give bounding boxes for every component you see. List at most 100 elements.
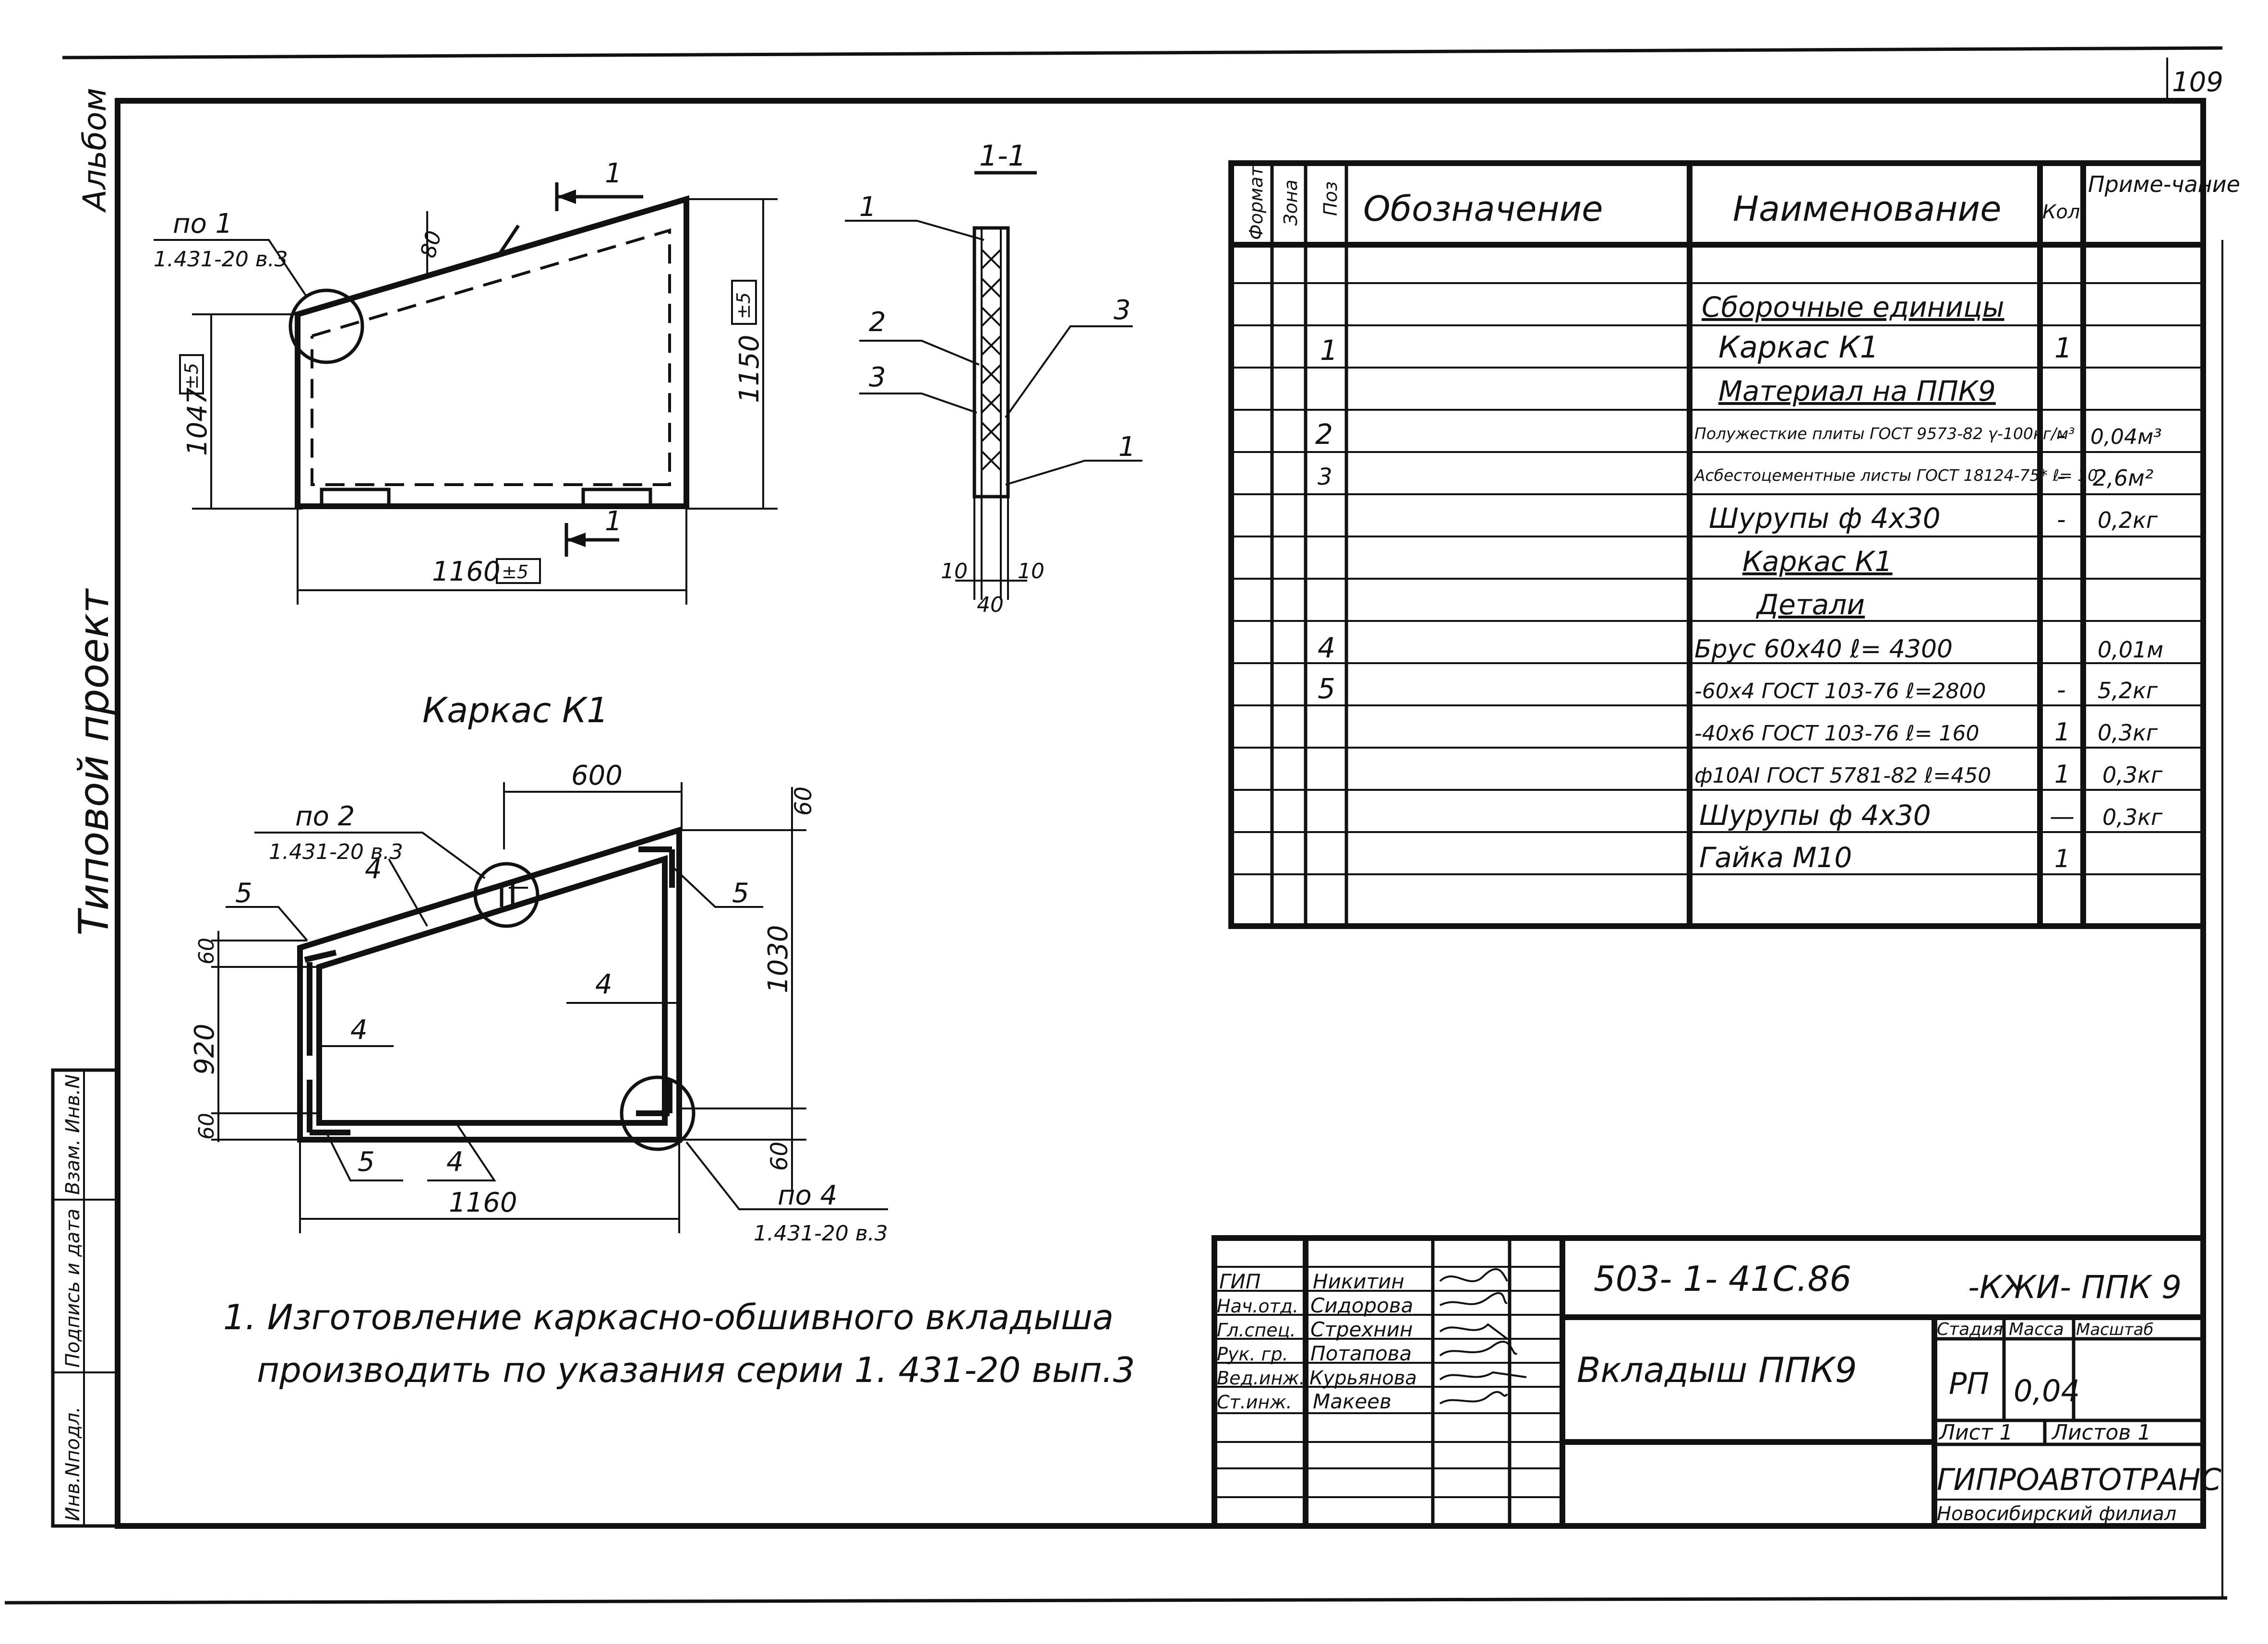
row-3-note: 0,04м³ xyxy=(2090,425,2162,449)
dim-top: 80 xyxy=(416,228,446,261)
row-12-qty: — xyxy=(2050,802,2075,831)
karkas-pos-4c: 4 xyxy=(350,1014,368,1046)
table-row: 3 Асбестоцементные листы ГОСТ 18124-75* … xyxy=(1318,462,2153,491)
row-12-note: 0,3кг xyxy=(2102,804,2163,830)
role-3: Рук. гр. xyxy=(1217,1344,1288,1365)
row-1-name: Каркас К1 xyxy=(1718,330,1879,365)
row-5-name: Шурупы ф 4х30 xyxy=(1709,502,1941,535)
hdr-qty: Кол. xyxy=(2042,201,2086,223)
role-row: Рук. гр. Потапова xyxy=(1217,1342,1412,1365)
callout4-ref: по 4 xyxy=(778,1180,837,1211)
row-8-name: Брус 60х40 ℓ= 4300 xyxy=(1694,635,1953,664)
stamp-vzam: Взам. Инв.N xyxy=(62,1074,84,1195)
karkas-pos-5c: 5 xyxy=(358,1146,375,1178)
name-3: Потапова xyxy=(1310,1342,1412,1365)
detail-circle-4 xyxy=(620,1075,696,1151)
role-5: Ст.инж. xyxy=(1217,1392,1292,1413)
table-row: Сборочные единицы xyxy=(1702,291,2004,323)
detail-circle-1 xyxy=(288,288,364,364)
section-body xyxy=(972,226,1010,499)
dim-right-tol: ±5 xyxy=(733,292,754,319)
stage-value: РП xyxy=(1949,1366,1989,1401)
section-label-3a: 3 xyxy=(869,362,886,393)
dim-left: 1047 xyxy=(182,387,213,456)
karkas-dim-60-top: 60 xyxy=(790,786,817,816)
role-row: Вед.инж. Курьянова xyxy=(1217,1367,1417,1389)
table-row: Детали xyxy=(1755,588,1865,621)
row-1-qty: 1 xyxy=(2054,332,2072,364)
note-line-2: производить по указания серии 1. 431-20 … xyxy=(257,1350,1135,1390)
row-13-qty: 1 xyxy=(2054,845,2070,873)
org-branch: Новосибирский филиал xyxy=(1937,1503,2176,1525)
row-10-name: -40х6 ГОСТ 103-76 ℓ= 160 xyxy=(1694,721,1979,746)
dim-bottom-tol: ±5 xyxy=(502,561,528,583)
row-4-pos: 3 xyxy=(1318,464,1332,490)
row-10-qty: 1 xyxy=(2054,718,2070,747)
dim-right: 1150 xyxy=(734,334,765,403)
row-6-name: Каркас К1 xyxy=(1742,545,1893,578)
row-4-name: Асбестоцементные листы ГОСТ 18124-75* ℓ=… xyxy=(1693,466,2098,485)
title-block: ГИП Никитин Нач.отд. Сидорова Гл.спец. С… xyxy=(1212,1235,2222,1529)
karkas-pos-4b: 4 xyxy=(595,969,612,1000)
callout2-doc: 1.431-20 в.3 xyxy=(269,840,403,864)
page-number: 109 xyxy=(2172,67,2223,98)
row-11-qty: 1 xyxy=(2054,760,2070,789)
karkas-dim-600: 600 xyxy=(571,760,623,791)
section-title: 1-1 xyxy=(979,139,1026,173)
note-line-1: 1. Изготовление каркасно-обшивного вклад… xyxy=(223,1297,1114,1337)
name-5: Макеев xyxy=(1313,1390,1392,1413)
stamp-sign: Подпись и дата xyxy=(62,1209,84,1368)
row-3-name: Полужесткие плиты ГОСТ 9573-82 γ-100кг/м… xyxy=(1694,424,2075,443)
role-0: ГИП xyxy=(1219,1270,1260,1293)
row-9-name: -60х4 ГОСТ 103-76 ℓ=2800 xyxy=(1694,679,1986,703)
name-4: Курьянова xyxy=(1309,1367,1417,1389)
section-label-1a: 1 xyxy=(859,191,876,223)
row-8-note: 0,01м xyxy=(2098,637,2163,663)
karkas-dim-60-left: 60 xyxy=(194,938,219,965)
frame-outline xyxy=(295,195,689,509)
table-row: 1 Каркас К1 1 xyxy=(1320,330,2072,367)
section-view: 1-1 1 2 3 3 1 10 10 40 xyxy=(845,139,1142,617)
table-row: Каркас К1 xyxy=(1742,545,1893,578)
karkas-pos-5b: 5 xyxy=(732,878,749,909)
row-11-note: 0,3кг xyxy=(2102,762,2163,788)
callout2-ref: по 2 xyxy=(295,801,355,832)
callout4-doc: 1.431-20 в.3 xyxy=(754,1221,888,1246)
table-row: Гайка М10 1 xyxy=(1699,841,2070,874)
role-row: Нач.отд. Сидорова xyxy=(1217,1294,1413,1317)
table-row: Шурупы ф 4х30 - 0,2кг xyxy=(1709,502,2158,535)
row-13-name: Гайка М10 xyxy=(1699,841,1852,874)
role-1: Нач.отд. xyxy=(1217,1296,1298,1317)
section-dim-40: 40 xyxy=(977,593,1004,617)
bottom-edge-line xyxy=(4,1596,2228,1605)
row-5-qty: - xyxy=(2057,505,2066,534)
section-label-1b: 1 xyxy=(1118,431,1136,463)
row-8-pos: 4 xyxy=(1318,631,1335,664)
row-5-note: 0,2кг xyxy=(2098,507,2158,533)
callout-doc: 1.431-20 в.3 xyxy=(154,247,288,272)
name-2: Стрехнин xyxy=(1310,1318,1413,1341)
table-row: Материал на ППК9 xyxy=(1718,375,1996,407)
row-12-name: Шурупы ф 4х30 xyxy=(1699,799,1931,832)
hdr-zone: Зона xyxy=(1280,179,1301,226)
row-4-qty: - xyxy=(2057,462,2066,491)
mass-value: 0,04 xyxy=(2014,1373,2080,1408)
karkas-dim-1160: 1160 xyxy=(449,1187,517,1218)
table-row: 4 Брус 60х40 ℓ= 4300 0,01м xyxy=(1318,631,2163,664)
spec-table: Формат Зона Поз Обозначение Наименование… xyxy=(1228,160,2240,929)
sheets-label: Листов 1 xyxy=(2051,1420,2151,1445)
dim-bottom: 1160 xyxy=(432,556,501,587)
hdr-pos: Поз xyxy=(1320,181,1341,216)
role-row: Гл.спец. Стрехнин xyxy=(1217,1318,1413,1341)
album-label: Альбом xyxy=(76,88,113,213)
dim-left-tol: ±5 xyxy=(181,363,202,390)
table-row: 2 Полужесткие плиты ГОСТ 9573-82 γ-100кг… xyxy=(1315,418,2162,451)
org-name: ГИПРОАВТОТРАНС xyxy=(1937,1462,2222,1497)
doc-number: 503- 1- 41С.86 xyxy=(1594,1259,1851,1299)
section-dim-10b: 10 xyxy=(1018,559,1044,584)
name-1: Сидорова xyxy=(1310,1294,1413,1317)
hdr-name: Наименование xyxy=(1733,189,2002,229)
side-strip: Альбом Типовой проект Инв.Nподл. Подпись… xyxy=(51,88,120,1528)
row-3-qty: - xyxy=(2057,421,2066,450)
karkas-dim-60-bot-left: 60 xyxy=(194,1113,219,1140)
